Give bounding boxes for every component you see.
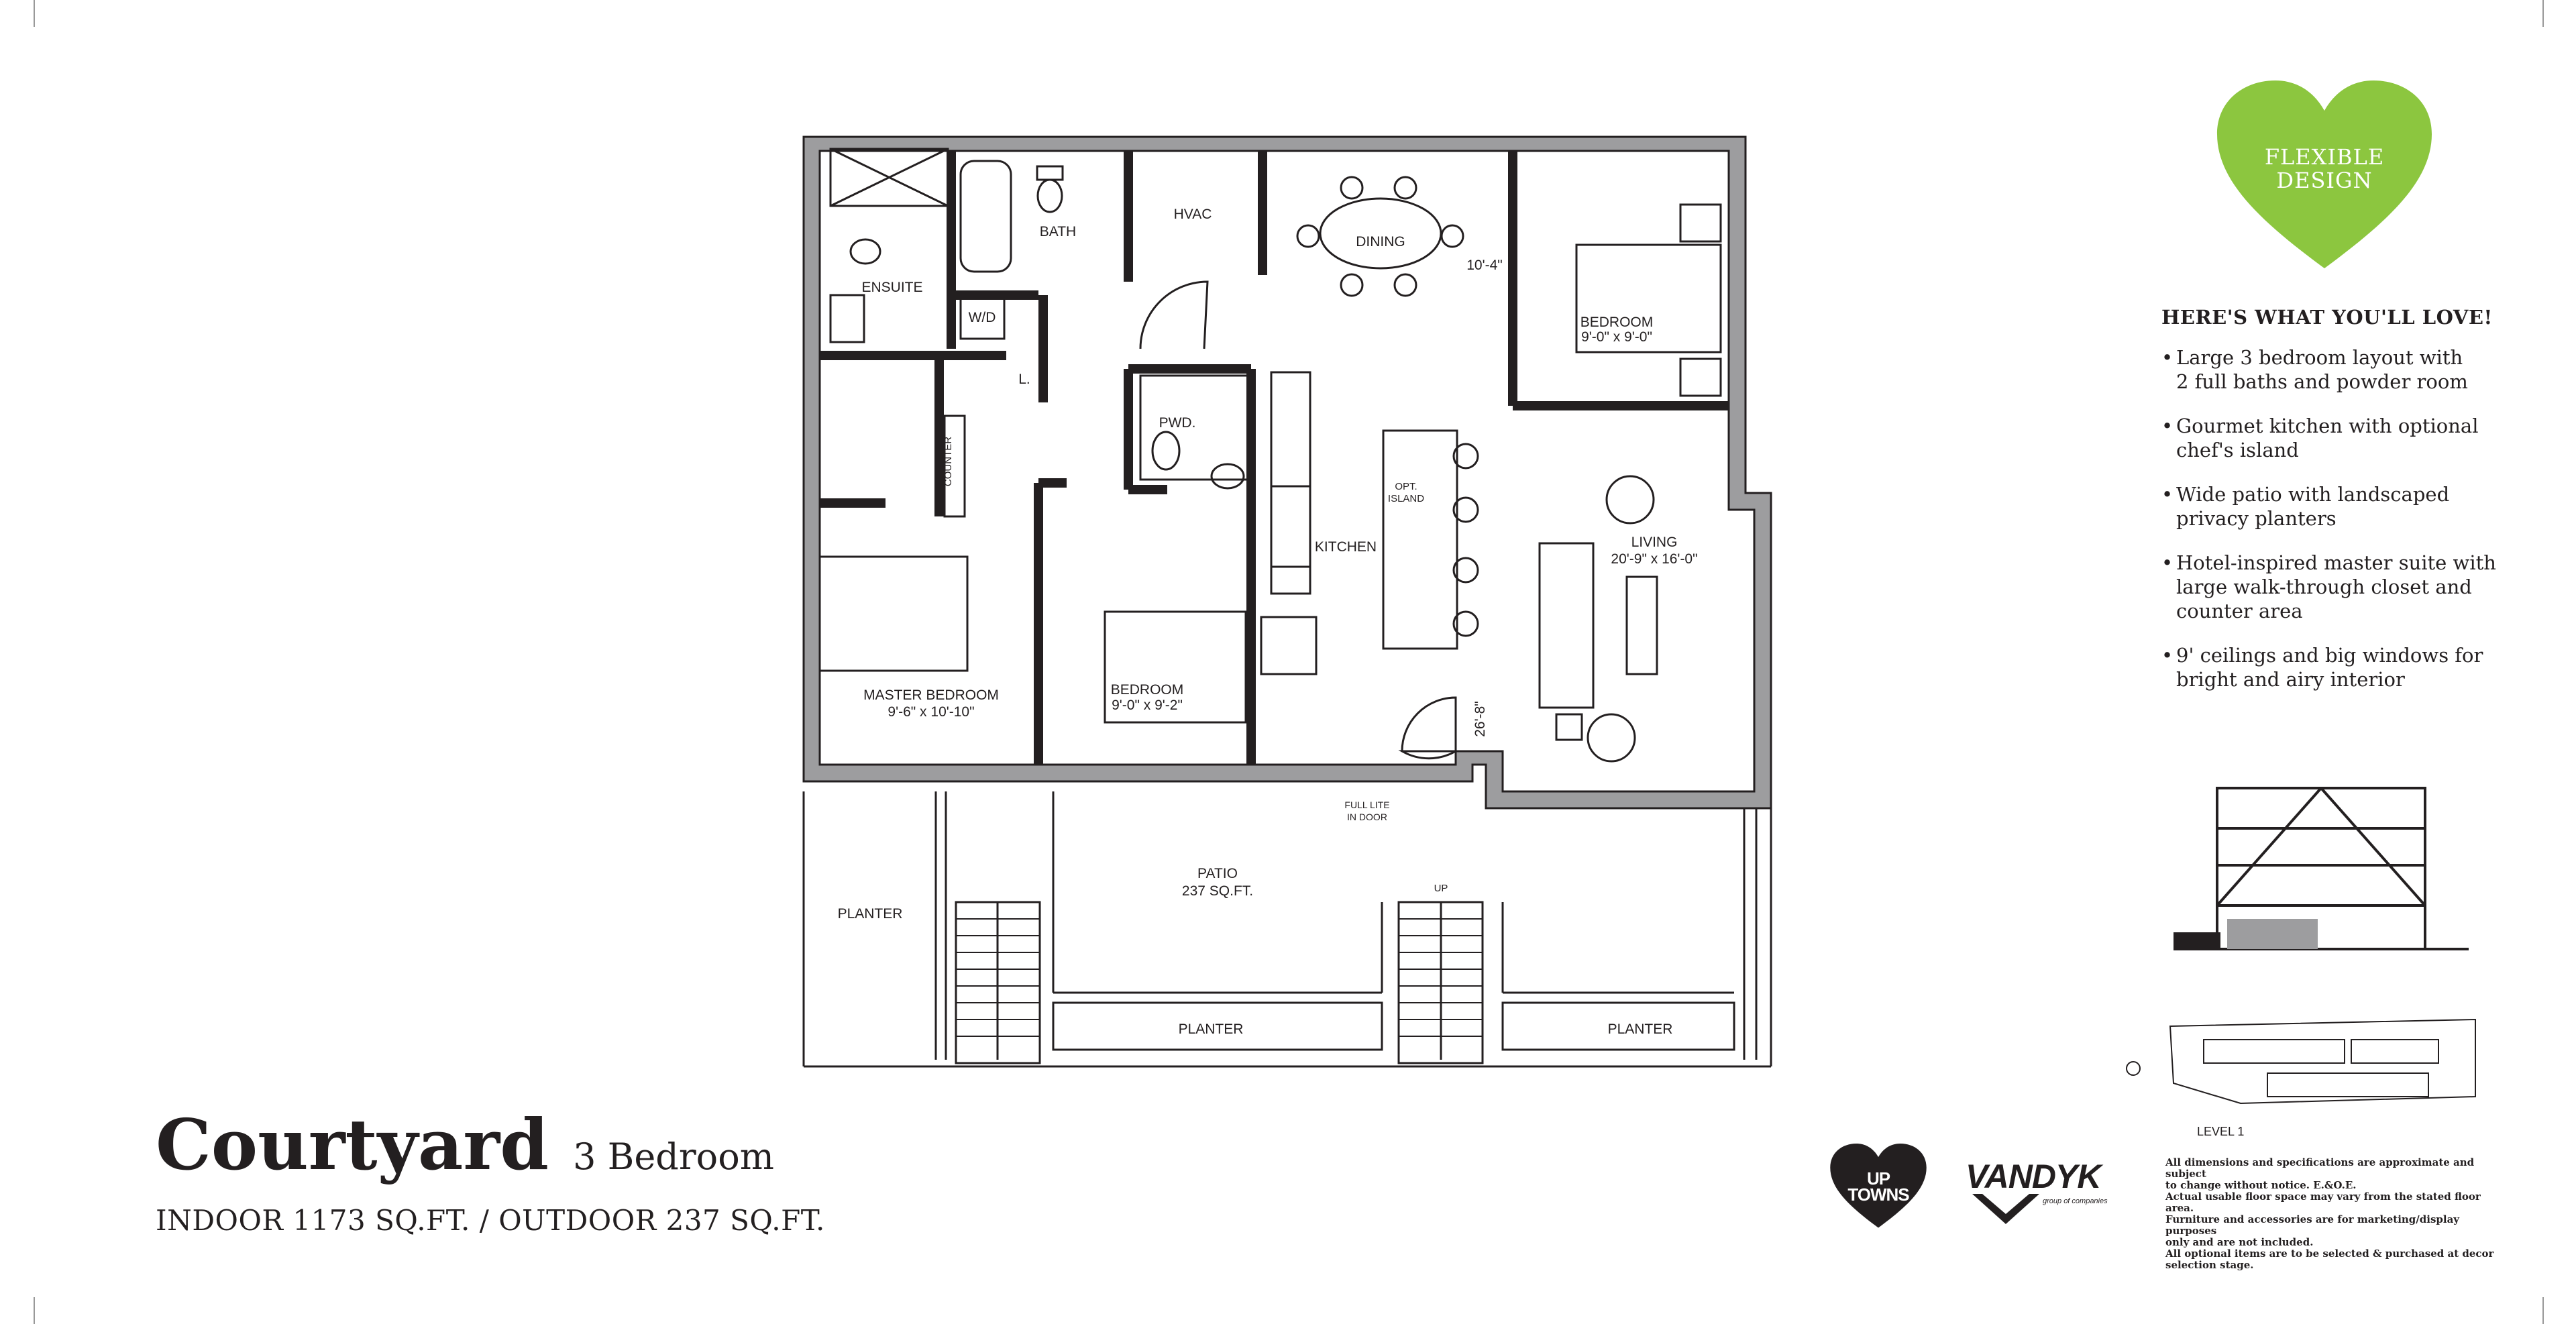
optional-island-label-1: OPT. bbox=[1395, 481, 1417, 492]
feature-text: Gourmet kitchen with optional bbox=[2176, 415, 2479, 437]
features-heading: HERE'S WHAT YOU'LL LOVE! bbox=[2161, 306, 2493, 329]
disclaimer-line: All dimensions and specifications are ap… bbox=[2165, 1156, 2475, 1180]
fixtures bbox=[818, 148, 1722, 763]
disclaimer-line: to change without notice. E.&O.E. bbox=[2165, 1179, 2357, 1191]
bedroom-3-label: BEDROOM bbox=[1111, 682, 1184, 698]
kitchen-label: KITCHEN bbox=[1315, 539, 1377, 555]
planter-middle-label: PLANTER bbox=[1179, 1022, 1244, 1037]
vandyk-logo-tagline: group of companies bbox=[2043, 1197, 2108, 1205]
crop-mark-bottom-right bbox=[2542, 1297, 2544, 1324]
feature-text: 2 full baths and powder room bbox=[2176, 370, 2468, 393]
counter-label: COUNTER bbox=[943, 437, 954, 486]
living-label: LIVING bbox=[1631, 535, 1678, 550]
patio bbox=[802, 791, 1772, 1068]
bedroom-3-dimension: 9'-0" x 9'-2" bbox=[1112, 698, 1183, 713]
feature-text: chef's island bbox=[2176, 439, 2299, 461]
badge-line-2: DESIGN bbox=[2276, 168, 2373, 193]
hvac-label: HVAC bbox=[1174, 207, 1212, 222]
door-note-line-2: IN DOOR bbox=[1347, 812, 1387, 822]
disclaimer-line: Furniture and accessories are for market… bbox=[2165, 1213, 2460, 1237]
door-dimension: 26'-8" bbox=[1472, 701, 1488, 737]
dining-label: DINING bbox=[1356, 234, 1405, 250]
uptowns-logo-line-2: TOWNS bbox=[1847, 1184, 1909, 1205]
feature-text: Hotel-inspired master suite with bbox=[2176, 551, 2496, 574]
interior-walls bbox=[820, 151, 1729, 765]
living-dimension: 20'-9" x 16'-0" bbox=[1611, 551, 1697, 567]
stair-up-label: UP bbox=[1434, 883, 1448, 894]
feature-text: counter area bbox=[2176, 600, 2303, 622]
crop-mark-bottom-left bbox=[34, 1297, 35, 1324]
feature-text: privacy planters bbox=[2176, 507, 2337, 530]
key-plan-level-label: LEVEL 1 bbox=[2197, 1125, 2245, 1138]
patio-area: 237 SQ.FT. bbox=[1182, 883, 1253, 899]
door-note-line-1: FULL LITE bbox=[1344, 799, 1389, 810]
disclaimer-line: All optional items are to be selected & … bbox=[2165, 1248, 2494, 1260]
model-type: 3 Bedroom bbox=[573, 1136, 774, 1178]
master-bedroom-label: MASTER BEDROOM bbox=[863, 687, 999, 703]
elevation-ground bbox=[2174, 932, 2220, 949]
feature-text: large walk-through closet and bbox=[2176, 575, 2472, 598]
powder-room-label: PWD. bbox=[1159, 415, 1196, 431]
linen-closet-label: L. bbox=[1018, 372, 1030, 387]
flexible-design-badge: FLEXIBLE DESIGN bbox=[2214, 80, 2435, 275]
feature-text: Wide patio with landscaped bbox=[2176, 483, 2450, 506]
disclaimer-line: Actual usable floor space may vary from … bbox=[2165, 1191, 2481, 1214]
features-panel: HERE'S WHAT YOU'LL LOVE! Large 3 bedroom… bbox=[2161, 305, 2510, 712]
bedroom-2-label: BEDROOM bbox=[1580, 315, 1654, 330]
vandyk-chevron-icon bbox=[1972, 1194, 2039, 1224]
elevation-unit-highlight bbox=[2227, 919, 2318, 949]
heart-icon bbox=[2217, 80, 2432, 268]
exterior-walls bbox=[802, 135, 1772, 810]
elevation-thumbnail bbox=[2174, 787, 2469, 950]
patio-label: PATIO bbox=[1197, 866, 1238, 881]
planter-right-label: PLANTER bbox=[1608, 1022, 1673, 1037]
ensuite-label: ENSUITE bbox=[861, 280, 922, 295]
key-plan-thumbnail bbox=[2126, 1018, 2476, 1105]
disclaimer-line: only and are not included. bbox=[2165, 1236, 2314, 1248]
disclaimer: All dimensions and specifications are ap… bbox=[2165, 1157, 2501, 1271]
heart-icon bbox=[1830, 1144, 1927, 1228]
bedroom-2-dimension: 9'-0" x 9'-0" bbox=[1581, 329, 1652, 345]
bath-label: BATH bbox=[1040, 224, 1076, 239]
feature-text: 9' ceilings and big windows for bbox=[2176, 644, 2483, 667]
dining-dimension: 10'-4" bbox=[1466, 258, 1503, 273]
stairs bbox=[956, 918, 1483, 1037]
washer-dryer-label: W/D bbox=[969, 310, 996, 325]
disclaimer-line: selection stage. bbox=[2165, 1259, 2254, 1271]
feature-text: bright and airy interior bbox=[2176, 668, 2405, 691]
master-bedroom-dimension: 9'-6" x 10'-10" bbox=[888, 704, 974, 720]
model-areas: INDOOR 1173 SQ.FT. / OUTDOOR 237 SQ.FT. bbox=[156, 1204, 825, 1237]
vandyk-logo-text: VANDYK bbox=[1966, 1158, 2101, 1195]
crop-mark-top-right bbox=[2542, 0, 2544, 27]
model-title: Courtyard 3 Bedroom bbox=[156, 1110, 774, 1180]
model-name: Courtyard bbox=[156, 1103, 549, 1186]
vandyk-logo: VANDYK group of companies bbox=[1966, 1157, 2120, 1224]
crop-mark-top-left bbox=[34, 0, 35, 27]
feature-text: Large 3 bedroom layout with bbox=[2176, 346, 2463, 369]
uptowns-logo-line-1: UP bbox=[1866, 1168, 1890, 1189]
badge-line-1: FLEXIBLE bbox=[2264, 144, 2385, 170]
planter-left-label: PLANTER bbox=[838, 906, 903, 922]
optional-island-label-2: ISLAND bbox=[1388, 493, 1424, 504]
